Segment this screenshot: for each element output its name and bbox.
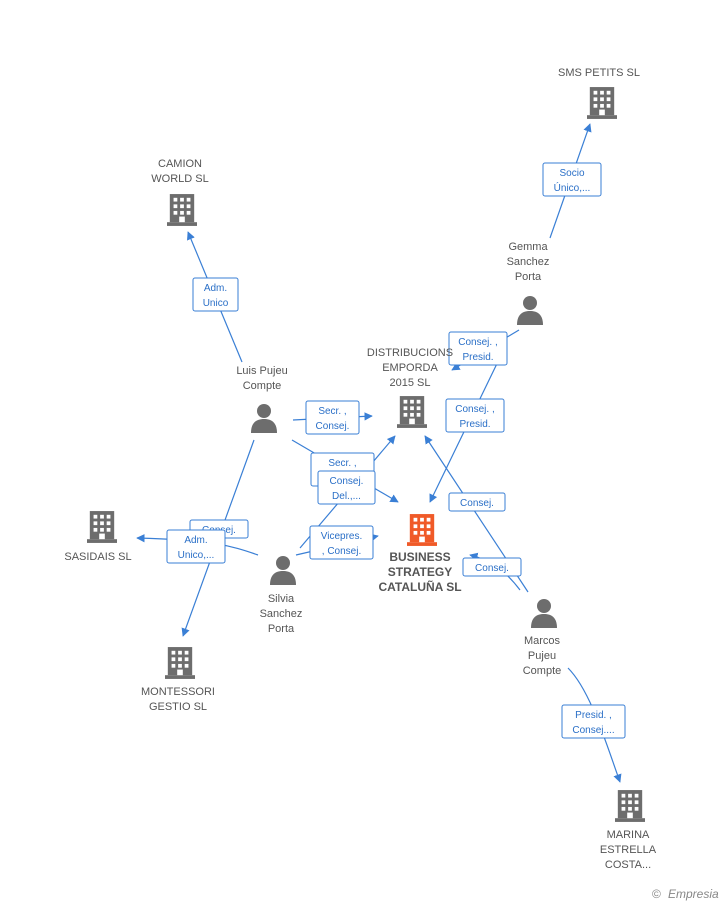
relation-text: Presid. [462,352,493,363]
node-marina[interactable]: MARINA ESTRELLA COSTA... [600,790,657,871]
node-label-line: Pujeu [528,650,556,662]
building-icon [397,396,427,428]
node-label-line: GESTIO SL [149,701,207,713]
relation-label-r12[interactable]: Consej. [462,557,522,577]
person-icon [517,296,543,325]
node-label-line: ESTRELLA [600,844,657,856]
node-label-line: COSTA... [605,859,651,871]
relation-text: Consej. , [458,337,497,348]
relation-text: Consej. [460,498,494,509]
relation-label-r11[interactable]: Vicepres. , Consej. [309,525,374,560]
relation-text: Vicepres. [321,531,363,542]
node-sms[interactable]: SMS PETITS SL [558,67,640,119]
relation-box [309,525,374,560]
building-icon [587,87,617,119]
node-label-line: BUSINESS [389,550,450,564]
node-sasidais[interactable]: SASIDAIS SL [64,511,132,563]
relation-text: Adm. [204,283,227,294]
relation-label-r4[interactable]: Secr. , Consej. [305,400,360,435]
edges [136,123,622,783]
node-label-line: Silvia [268,593,295,605]
node-label-line: STRATEGY [388,565,452,579]
relation-text: Consej. [330,476,364,487]
node-label-line: EMPORDA [382,362,438,374]
node-label-line: DISTRIBUCIONS [367,347,453,359]
building-icon [167,194,197,226]
node-distrib[interactable]: DISTRIBUCIONS EMPORDA 2015 SL [367,347,453,428]
relation-text: Unico,... [178,550,215,561]
relation-box [448,331,508,366]
node-label-line: Marcos [524,635,561,647]
node-label-line: SASIDAIS SL [64,551,131,563]
node-label-line: Compte [523,665,562,677]
relation-label-r2[interactable]: Adm. Unico [192,277,239,312]
building-icon [165,647,195,679]
node-label-line: WORLD SL [151,173,208,185]
relation-box [448,492,506,512]
relation-text: Consej. , [455,404,494,415]
brand-name[interactable]: Empresia [668,887,719,901]
relation-box [445,398,505,433]
node-label-line: MARINA [607,829,650,841]
relation-box [542,162,602,197]
relation-text: Adm. [184,535,207,546]
relation-box [462,557,522,577]
node-camion[interactable]: CAMION WORLD SL [151,158,209,226]
relation-label-r7[interactable]: Consej. Del.,... [317,470,376,505]
relation-text: Presid. , [575,710,612,721]
person-icon [251,404,277,433]
node-label-line: Porta [268,623,295,635]
relation-text: Consej.... [572,725,614,736]
relation-text: Consej. [316,421,350,432]
relation-text: Del.,... [332,491,361,502]
node-label-line: SMS PETITS SL [558,67,640,79]
relation-text: Unico [203,298,229,309]
relation-text: Socio [559,168,584,179]
relation-label-r1[interactable]: SocioÚnico,... [542,162,602,197]
node-label-line: Porta [515,271,542,283]
node-label-line: CAMION [158,158,202,170]
relation-text: Único,... [554,181,591,194]
building-icon [615,790,645,822]
building-icon [407,514,437,546]
relation-text: Secr. , [328,458,356,469]
relation-box [317,470,376,505]
node-label-line: Compte [243,380,282,392]
relation-text: Consej. [475,563,509,574]
relation-label-r8[interactable]: Consej. [448,492,506,512]
person-icon [270,556,296,585]
building-icon [87,511,117,543]
person-icon [531,599,557,628]
node-montessori[interactable]: MONTESSORI GESTIO SL [141,647,215,713]
relation-text: Secr. , [318,406,346,417]
node-label-line: 2015 SL [390,377,431,389]
node-label-line: CATALUÑA SL [378,579,461,594]
footer-brand: © Empresia [652,887,719,901]
node-label-line: Sanchez [507,256,550,268]
relation-label-r13[interactable]: Presid. , Consej.... [561,704,626,739]
relation-label-r5[interactable]: Consej. , Presid. [445,398,505,433]
node-label-line: MONTESSORI [141,686,215,698]
node-label-line: Sanchez [260,608,303,620]
node-label-line: Gemma [508,241,548,253]
relation-text: , Consej. [322,546,361,557]
relation-text: Presid. [459,419,490,430]
relation-box [561,704,626,739]
relation-label-r10[interactable]: Adm. Unico,... [166,529,226,564]
relation-box [166,529,226,564]
node-label-line: Luis Pujeu [236,365,287,377]
relation-label-r3[interactable]: Consej. , Presid. [448,331,508,366]
relation-box [305,400,360,435]
copyright-symbol: © [652,887,661,901]
relation-box [192,277,239,312]
